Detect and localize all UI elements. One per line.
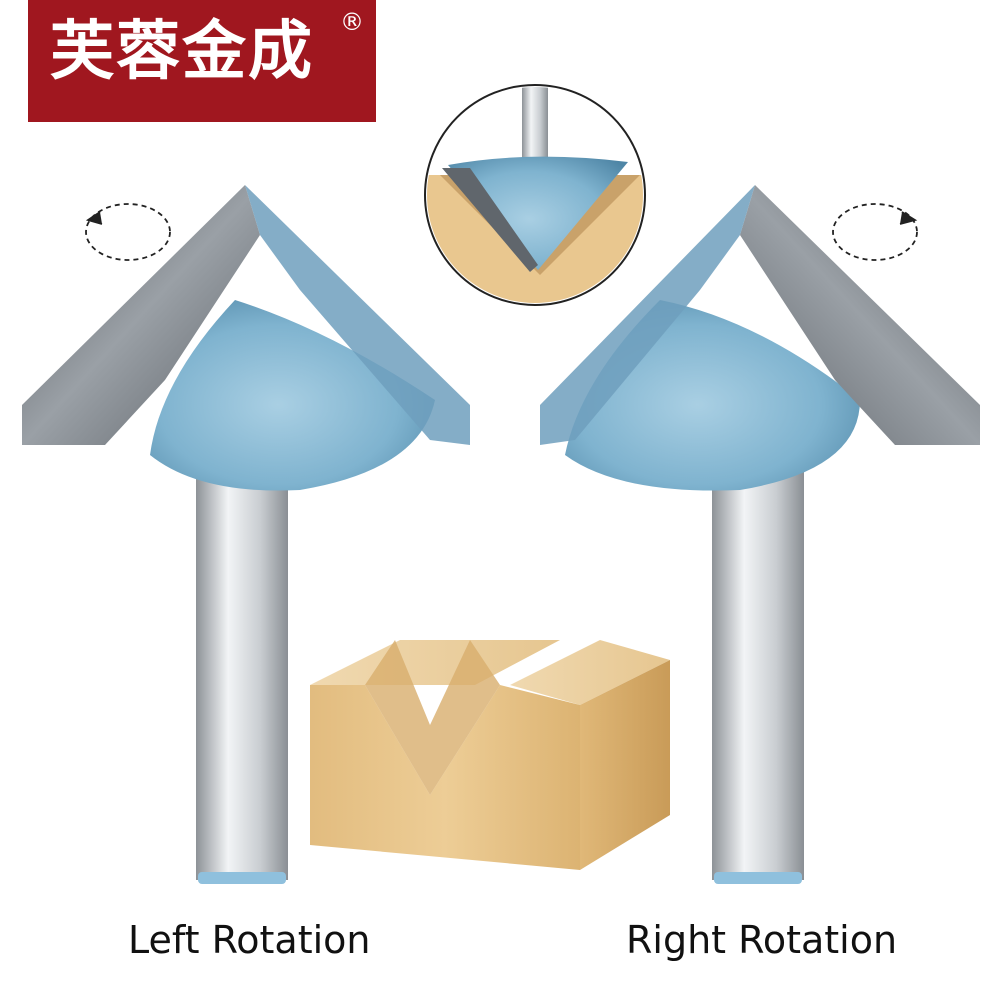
left-shank-tip (198, 872, 286, 884)
rotation-arrow-left-icon (85, 203, 171, 261)
left-blade-back (245, 185, 470, 445)
right-router-bit (540, 185, 980, 884)
cutting-detail-inset (424, 84, 646, 306)
wood-side-face (580, 660, 670, 870)
registered-mark: ® (340, 8, 364, 36)
left-shank (196, 470, 288, 880)
right-carbide-blade (740, 185, 980, 445)
rotation-arrow-right-icon (832, 203, 918, 261)
left-router-bit (22, 185, 470, 884)
right-blade-back (540, 185, 755, 445)
wood-front-face (310, 685, 580, 870)
brand-name: 芙蓉金成 (50, 14, 314, 89)
right-rotation-caption: Right Rotation (626, 918, 898, 962)
left-bit-body (150, 300, 435, 491)
grooved-wood-block (310, 640, 670, 870)
right-shank-tip (714, 872, 802, 884)
v-groove (365, 640, 500, 795)
left-rotation-caption: Left Rotation (128, 918, 371, 962)
right-shank (712, 470, 804, 880)
brand-logo: 芙蓉金成 ® (28, 0, 376, 122)
left-carbide-blade (22, 185, 260, 445)
